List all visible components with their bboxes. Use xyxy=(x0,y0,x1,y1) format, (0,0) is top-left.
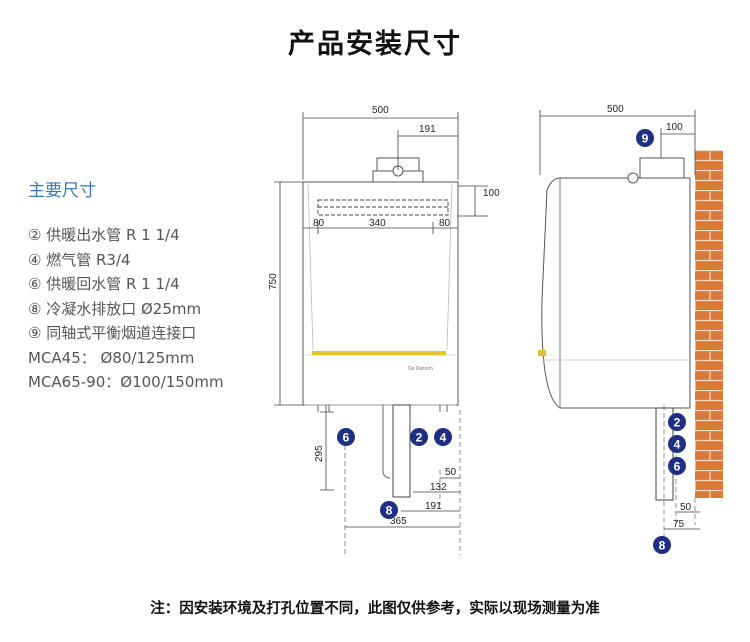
front-badge-4: 4 xyxy=(434,428,452,446)
side-badge-4: 4 xyxy=(668,435,686,453)
svg-text:2: 2 xyxy=(416,431,423,445)
front-brand-label: De Dietrich xyxy=(408,366,433,372)
front-view xyxy=(274,112,488,555)
side-badge-9: 9 xyxy=(636,129,654,147)
side-boiler-body xyxy=(541,177,691,409)
front-dim-bottom-drop: 295 xyxy=(314,445,325,462)
svg-text:8: 8 xyxy=(386,504,393,518)
side-view xyxy=(538,110,700,540)
front-badge-6: 6 xyxy=(337,428,355,446)
front-badge-2: 2 xyxy=(410,428,428,446)
legend-item-mca65: MCA65-90：Ø100/150mm xyxy=(28,373,224,391)
legend-item-mca45: MCA45： Ø80/125mm xyxy=(28,348,195,367)
svg-text:4: 4 xyxy=(440,431,447,445)
legend-item-gas: ④ 燃气管 R3/4 xyxy=(28,250,131,269)
svg-text:2: 2 xyxy=(674,416,681,430)
svg-text:8: 8 xyxy=(659,539,666,553)
svg-text:6: 6 xyxy=(343,431,350,445)
brick-wall xyxy=(695,150,723,498)
dimension-legend: 主要尺寸 ② 供暖出水管 R 1 1/4 ④ 燃气管 R3/4 ⑥ 供暖回水管 … xyxy=(28,176,224,395)
side-badge-8: 8 xyxy=(653,536,671,554)
disclaimer-note: 注：因安装环境及打孔位置不同，此图仅供参考，实际以现场测量为准 xyxy=(150,601,600,617)
front-dim-left: 80 xyxy=(313,218,325,229)
side-dim-width: 500 xyxy=(607,104,624,115)
front-dim-width: 500 xyxy=(372,105,389,116)
front-dim-50: 50 xyxy=(445,467,457,478)
front-badge-8: 8 xyxy=(380,501,398,519)
front-dim-191: 191 xyxy=(425,501,442,512)
side-badge-6: 6 xyxy=(668,457,686,475)
front-dim-height: 750 xyxy=(268,273,279,290)
front-dim-right: 80 xyxy=(439,218,451,229)
legend-heading: 主要尺寸 xyxy=(28,181,96,201)
legend-item-heating-return: ⑥ 供暖回水管 R 1 1/4 xyxy=(28,275,180,293)
legend-item-condensate: ⑧ 冷凝水排放口 Ø25mm xyxy=(28,299,202,318)
svg-text:6: 6 xyxy=(674,460,681,474)
side-badge-2: 2 xyxy=(668,413,686,431)
side-yellow-accent xyxy=(538,350,546,356)
svg-text:9: 9 xyxy=(642,132,649,146)
svg-text:4: 4 xyxy=(674,438,681,452)
front-dim-top-depth: 100 xyxy=(483,188,500,199)
front-dim-365: 365 xyxy=(390,516,407,527)
side-flue-collar xyxy=(639,157,685,179)
legend-item-heating-outlet: ② 供暖出水管 R 1 1/4 xyxy=(28,226,180,244)
front-mount-bracket xyxy=(317,199,449,216)
front-yellow-stripe xyxy=(312,351,446,355)
side-pipe xyxy=(655,407,674,501)
front-pipe-outlet xyxy=(392,404,411,498)
legend-item-flue: ⑨ 同轴式平衡烟道连接口 xyxy=(28,324,197,342)
front-dim-flue-offset: 191 xyxy=(419,124,436,135)
front-pipe-condensate xyxy=(382,405,391,479)
page-title: 产品安装尺寸 xyxy=(288,29,462,60)
side-dim-50: 50 xyxy=(680,502,692,513)
front-dim-middle: 340 xyxy=(369,218,386,229)
front-dim-132: 132 xyxy=(430,482,447,493)
side-dim-flue-offset: 100 xyxy=(666,122,683,133)
side-dim-75: 75 xyxy=(673,519,685,530)
